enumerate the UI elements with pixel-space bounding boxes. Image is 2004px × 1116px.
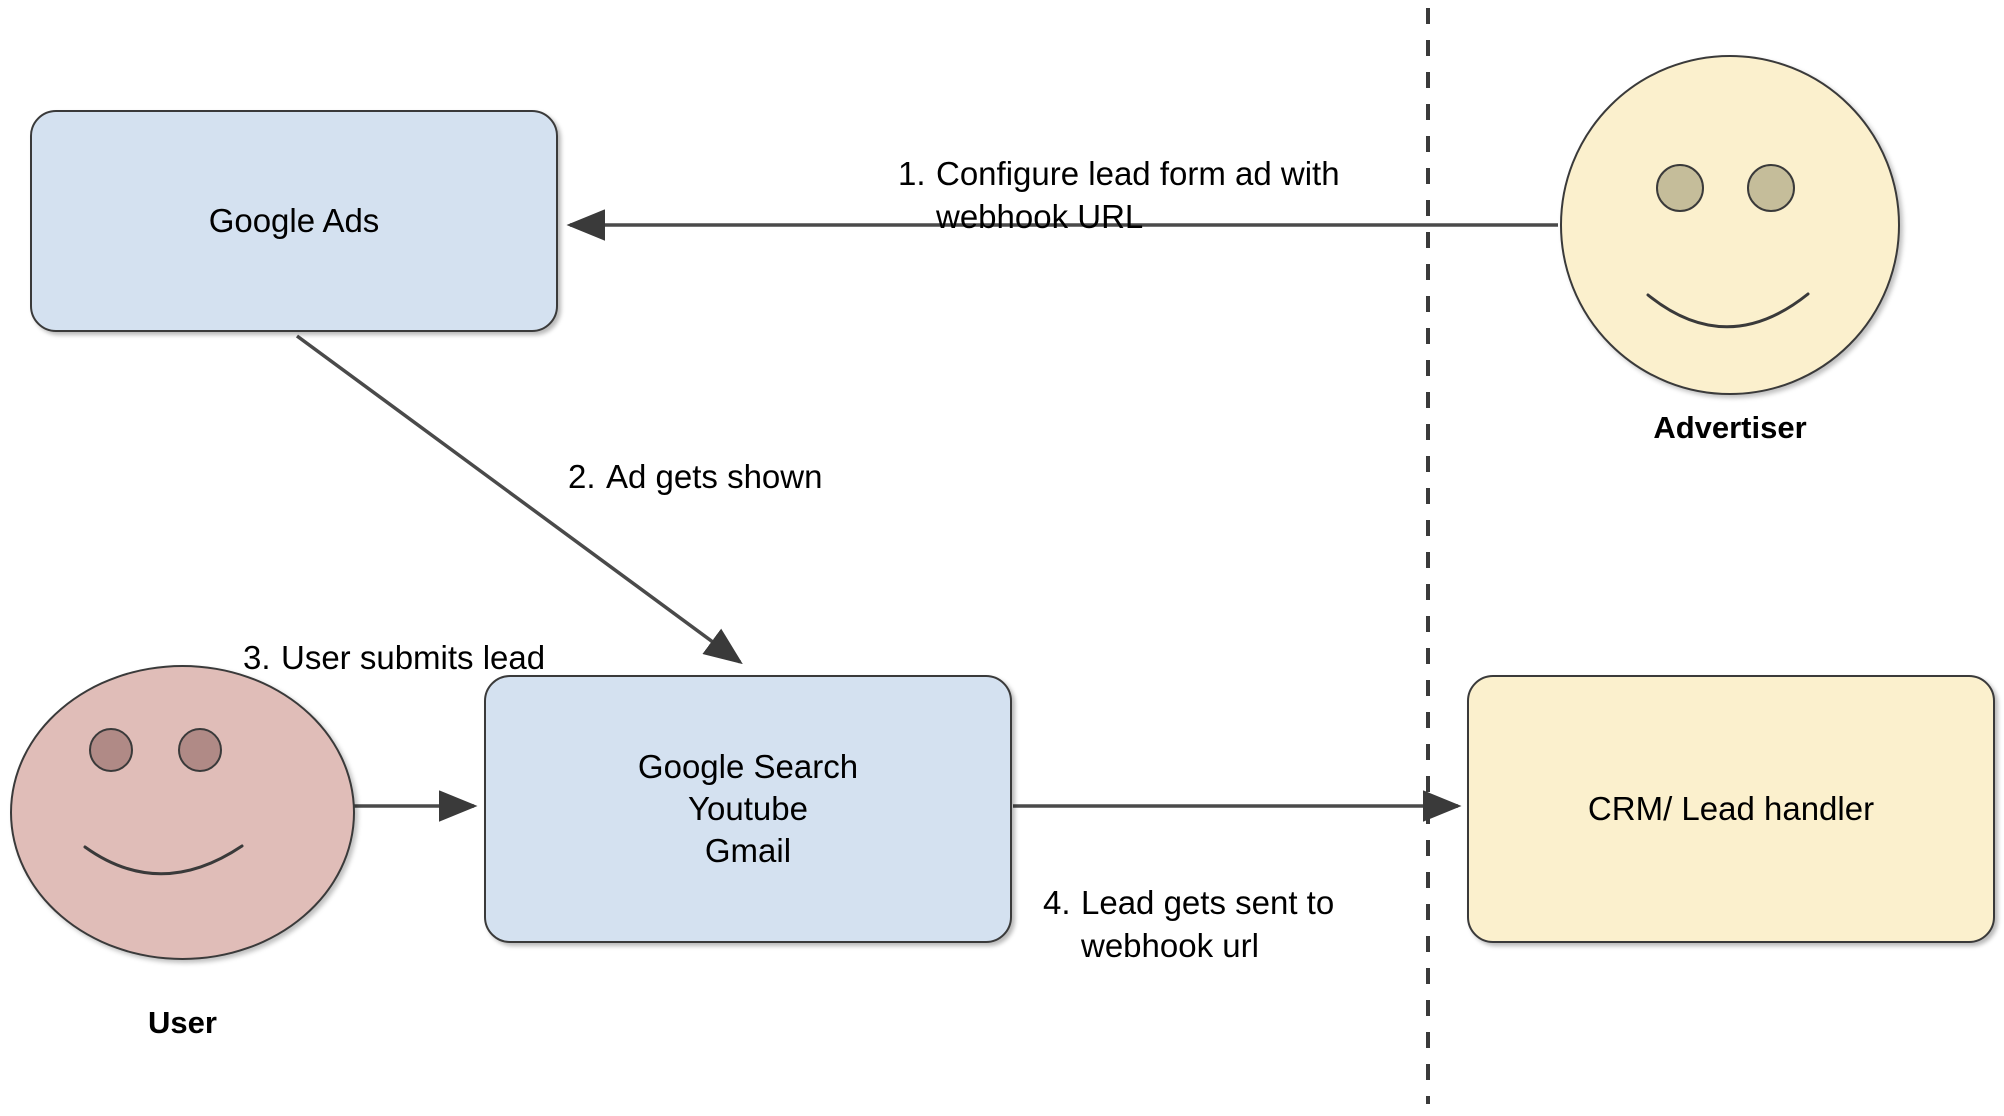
advertiser-right-eye-icon	[1747, 164, 1795, 212]
user-smile-icon	[83, 844, 244, 876]
actor-advertiser[interactable]: Advertiser	[1560, 55, 1900, 445]
node-crm-label: CRM/ Lead handler	[1587, 789, 1875, 827]
step-label-1: 1. Configure lead form ad with webhook UR…	[898, 110, 1340, 239]
step-1-text: Configure lead form ad with webhook URL	[936, 154, 1340, 235]
node-google-ads[interactable]: Google Ads	[30, 110, 558, 332]
step-3-number: 3.	[243, 638, 271, 676]
step-label-3: 3. User submits lead	[243, 594, 545, 680]
user-right-eye-icon	[178, 728, 222, 772]
advertiser-left-eye-icon	[1656, 164, 1704, 212]
node-google-surfaces-label: Google Search Youtube Gmail	[637, 747, 859, 870]
step-label-2: 2. Ad gets shown	[568, 413, 822, 499]
advertiser-face-features	[1646, 164, 1810, 329]
node-crm[interactable]: CRM/ Lead handler	[1467, 675, 1995, 943]
user-face-features	[83, 728, 244, 876]
step-label-4: 4. Lead gets sent to webhook url	[1043, 839, 1334, 968]
actor-user[interactable]: User	[10, 665, 355, 1040]
step-4-number: 4.	[1043, 883, 1071, 921]
user-left-eye-icon	[89, 728, 133, 772]
step-2-number: 2.	[568, 457, 596, 495]
step-2-text: Ad gets shown	[606, 457, 823, 495]
node-google-surfaces[interactable]: Google Search Youtube Gmail	[484, 675, 1012, 943]
advertiser-face-circle	[1560, 55, 1900, 395]
step-3-text: User submits lead	[281, 638, 546, 676]
actor-advertiser-label: Advertiser	[1653, 410, 1807, 445]
node-google-ads-label: Google Ads	[208, 201, 380, 239]
actor-user-label: User	[148, 1005, 217, 1040]
advertiser-smile-icon	[1646, 292, 1810, 329]
user-face-circle	[10, 665, 355, 960]
step-4-text: Lead gets sent to webhook url	[1081, 883, 1335, 964]
step-1-number: 1.	[898, 154, 926, 192]
